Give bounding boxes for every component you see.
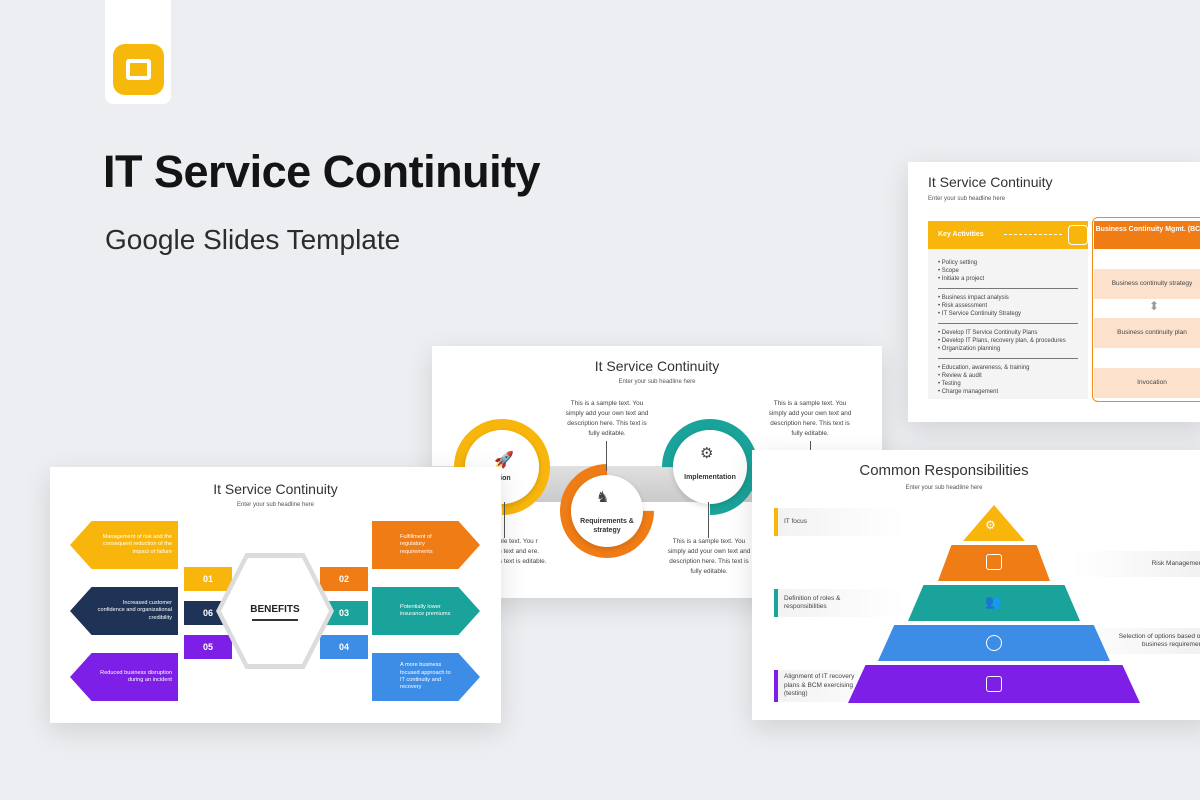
list-item: Charge management bbox=[938, 388, 1030, 396]
activity-group: Education, awareness, & training Review … bbox=[938, 364, 1030, 396]
slide-title: It Service Continuity bbox=[213, 481, 338, 497]
key-activities-label: Key Activities bbox=[938, 231, 984, 238]
document-check-icon bbox=[986, 676, 1002, 692]
divider bbox=[938, 323, 1078, 324]
benefit-card-01: Management of risk and the consequent re… bbox=[70, 521, 178, 569]
connector-line bbox=[810, 441, 811, 453]
page-subtitle: Google Slides Template bbox=[105, 224, 401, 255]
benefit-text: A more business focused approach to IT c… bbox=[400, 662, 451, 691]
list-item: Organization planning bbox=[938, 345, 1066, 353]
accent-bar bbox=[774, 589, 778, 617]
sample-text-bottom: This is a sample text. You simply add yo… bbox=[667, 538, 751, 575]
activity-group: Policy setting Scope Initiate a project bbox=[938, 259, 984, 283]
benefit-card-03: Potentially lower insurance premiums bbox=[372, 587, 480, 635]
divider bbox=[938, 358, 1078, 359]
benefit-text: Reduced business disruption during an in… bbox=[100, 669, 172, 683]
slide-title: It Service Continuity bbox=[594, 358, 720, 374]
benefit-text: Potentially lower insurance premiums bbox=[400, 603, 451, 617]
slide-subtitle: Enter your sub headline here bbox=[928, 196, 1006, 202]
activity-group: Business impact analysis Risk assessment… bbox=[938, 294, 1021, 318]
double-arrow-icon: ⬍ bbox=[1149, 299, 1160, 313]
responsibility-text: IT focus bbox=[784, 517, 808, 525]
benefit-card-05: Reduced business disruption during an in… bbox=[70, 653, 178, 701]
checklist-warning-icon bbox=[986, 554, 1002, 570]
activity-group: Develop IT Service Continuity Plans Deve… bbox=[938, 329, 1066, 353]
accent-bar bbox=[774, 670, 778, 702]
benefit-number-02: 02 bbox=[320, 567, 368, 591]
responsibility-item-left: IT focus bbox=[774, 508, 904, 536]
google-slides-icon bbox=[113, 44, 164, 95]
slide-preview-key-activities[interactable]: It Service Continuity Enter your sub hea… bbox=[908, 162, 1200, 422]
key-activities-list: Policy setting Scope Initiate a project … bbox=[928, 249, 1088, 399]
list-item: Policy setting bbox=[938, 259, 984, 267]
pyramid-level-2 bbox=[938, 545, 1050, 581]
gear-bulb-icon: ⚙ bbox=[700, 445, 714, 462]
list-item: Initiate a project bbox=[938, 275, 984, 283]
slide-subtitle: Enter your sub headline here bbox=[618, 379, 696, 385]
list-item: Review & audit bbox=[938, 372, 1030, 380]
initiation-label: iation bbox=[492, 475, 511, 482]
slide-title: Common Responsibilities bbox=[859, 462, 1029, 479]
pyramid-level-3 bbox=[908, 585, 1080, 621]
responsibility-item-right: Risk Management bbox=[1072, 551, 1200, 577]
list-item: Business impact analysis bbox=[938, 294, 1021, 302]
responsibility-text: Definition of roles & responsibilities bbox=[784, 594, 841, 610]
bcm-item: Business continuity strategy bbox=[1094, 269, 1200, 299]
sample-text-top-right: This is a sample text. You simply add yo… bbox=[768, 400, 852, 437]
circuit-icon bbox=[1068, 225, 1088, 245]
benefit-text: Fulfillment of regulatory requirements bbox=[400, 534, 433, 555]
divider bbox=[938, 288, 1078, 289]
list-item: IT Service Continuity Strategy bbox=[938, 310, 1021, 318]
sample-text-bottom-left: ample text. You r own text and ere. This… bbox=[490, 538, 547, 565]
benefits-underline bbox=[252, 619, 298, 621]
benefit-number-01: 01 bbox=[184, 567, 232, 591]
benefit-number-04: 04 bbox=[320, 635, 368, 659]
slide-title: It Service Continuity bbox=[928, 174, 1053, 190]
list-item: Testing bbox=[938, 380, 1030, 388]
slide-preview-benefits[interactable]: It Service Continuity Enter your sub hea… bbox=[50, 467, 501, 723]
gear-person-icon: ⚙ bbox=[985, 518, 996, 532]
benefit-card-04: A more business focused approach to IT c… bbox=[372, 653, 480, 701]
benefit-card-06: Increased customer confidence and organi… bbox=[70, 587, 178, 635]
bcm-column-border bbox=[1092, 217, 1200, 402]
bcm-header: Business Continuity Mgmt. (BCM) bbox=[1094, 221, 1200, 249]
list-item: Scope bbox=[938, 267, 984, 275]
list-item: Risk assessment bbox=[938, 302, 1021, 310]
rocket-icon: 🚀 bbox=[494, 452, 514, 469]
benefit-text: Increased customer confidence and organi… bbox=[97, 600, 172, 621]
slide-subtitle: Enter your sub headline here bbox=[905, 485, 983, 491]
pyramid-level-5 bbox=[848, 665, 1140, 703]
chess-knight-icon: ♞ bbox=[596, 489, 610, 506]
connector-line bbox=[504, 502, 505, 538]
list-item: Develop IT Plans, recovery plan, & proce… bbox=[938, 337, 1066, 345]
accent-bar bbox=[774, 508, 778, 536]
page-title: IT Service Continuity bbox=[103, 146, 541, 197]
bcm-item: Business continuity plan bbox=[1094, 318, 1200, 348]
responsibility-item-left: Definition of roles & responsibilities bbox=[774, 589, 904, 617]
implementation-circle bbox=[673, 430, 747, 504]
key-activities-header: Key Activities bbox=[928, 221, 1088, 249]
benefits-label: BENEFITS bbox=[250, 604, 300, 615]
connector-line bbox=[606, 441, 607, 471]
team-icon: 👥 bbox=[985, 594, 1002, 609]
benefit-card-02: Fulfillment of regulatory requirements bbox=[372, 521, 480, 569]
requirements-circle bbox=[571, 475, 643, 547]
bcm-item: Invocation bbox=[1094, 368, 1200, 398]
implementation-label: Implementation bbox=[684, 474, 736, 481]
responsibility-text: Alignment of IT recovery plans & BCM exe… bbox=[784, 673, 855, 698]
target-icon bbox=[986, 635, 1002, 651]
list-item: Develop IT Service Continuity Plans bbox=[938, 329, 1066, 337]
requirements-label: Requirements & strategy bbox=[580, 518, 634, 535]
list-item: Education, awareness, & training bbox=[938, 364, 1030, 372]
benefit-text: Management of risk and the consequent re… bbox=[102, 534, 172, 555]
sample-text-top: This is a sample text. You simply add yo… bbox=[565, 400, 649, 437]
benefit-number-05: 05 bbox=[184, 635, 232, 659]
slide-subtitle: Enter your sub headline here bbox=[236, 502, 315, 508]
connector-line bbox=[708, 502, 709, 538]
slide-preview-common-responsibilities[interactable]: Common Responsibilities Enter your sub h… bbox=[752, 450, 1200, 720]
responsibility-text: Risk Management bbox=[1151, 559, 1200, 567]
responsibility-text: Selection of options based on business r… bbox=[1118, 632, 1200, 648]
benefits-hex bbox=[221, 558, 329, 664]
dashed-arrow-icon bbox=[1004, 234, 1062, 235]
